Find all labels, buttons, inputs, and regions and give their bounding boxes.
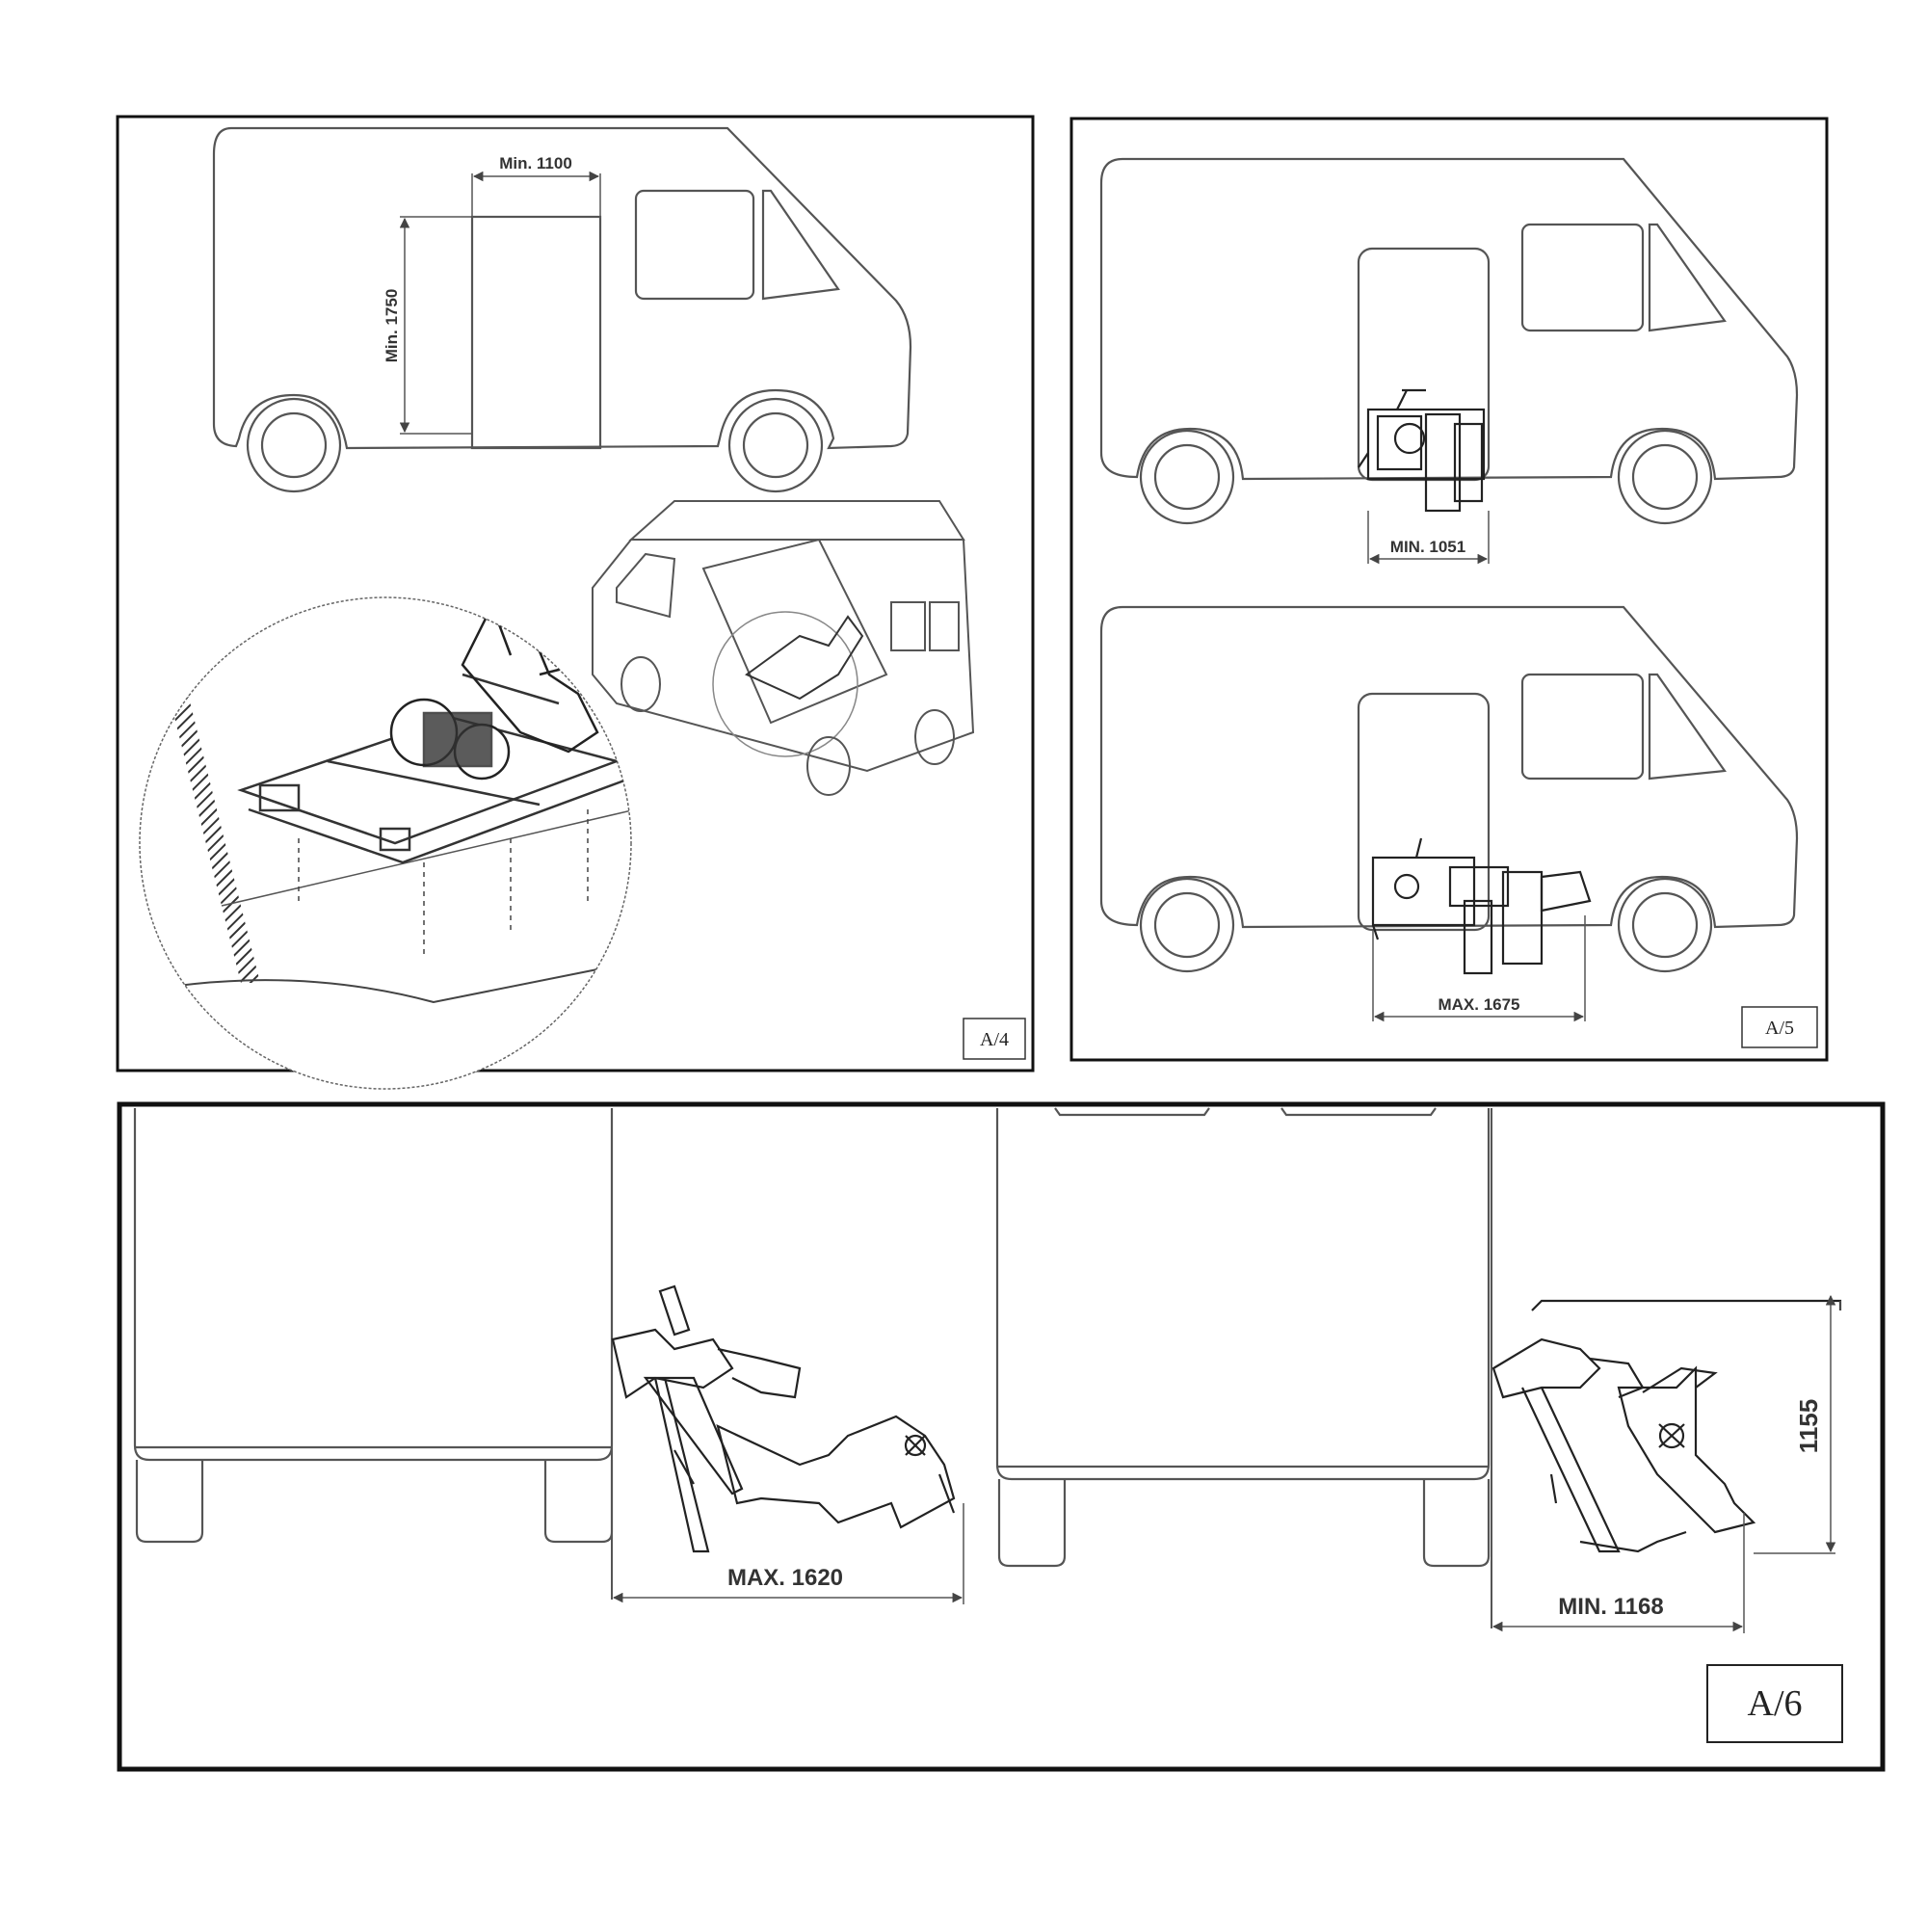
panel-a6-frame — [117, 1101, 1886, 1772]
a6-left-cabinet-leg-left — [135, 1460, 204, 1544]
a6-right-cabinet-top-lip-2 — [1280, 1107, 1437, 1117]
a4-floor-line — [221, 808, 631, 907]
a5-top-rear-hub — [1153, 443, 1221, 511]
a5-bottom-front-hub — [1631, 891, 1699, 959]
a6-left-machine — [611, 1284, 956, 1553]
a4-iso-door-panel — [701, 538, 888, 725]
a4-iso-detail-ring — [712, 611, 858, 757]
a4-magnified-detail — [139, 596, 632, 1090]
a4-anchor-dashes — [298, 809, 589, 954]
a4-iso-van-roof — [628, 500, 965, 541]
a4-dimension-height — [399, 216, 472, 435]
a6-right-cabinet-top-lip-1 — [1054, 1107, 1210, 1117]
a4-frame-assembly — [237, 673, 625, 864]
a4-iso-van-windshield — [616, 552, 676, 619]
panel-a4-tag-box — [963, 1018, 1026, 1060]
a6-right-machine — [1491, 1299, 1842, 1553]
a4-rear-wheel — [246, 397, 342, 493]
a6-right-width-label: MIN. 1168 — [1558, 1594, 1663, 1620]
a4-cab-window — [761, 189, 840, 301]
a4-iso-wheel-front — [806, 736, 851, 796]
a4-iso-wheel-right — [914, 709, 955, 765]
a5-bottom-machine — [1371, 837, 1592, 975]
a5-bottom-rear-wheel — [1139, 877, 1235, 973]
a4-iso-machine — [745, 615, 864, 701]
a5-bottom-cab-window — [1648, 673, 1727, 781]
a4-magnifier-circle — [139, 596, 632, 1090]
a5-van-bottom — [1099, 605, 1799, 973]
a5-top-front-wheel — [1617, 429, 1713, 525]
a4-motor — [389, 698, 511, 781]
a5-top-front-hub — [1631, 443, 1699, 511]
a4-van-side-view — [212, 126, 912, 493]
a5-top-window — [1520, 223, 1645, 332]
a5-van-bottom-body — [1099, 605, 1799, 929]
panel-a5: MIN. 1051 MAX. 1675 — [1069, 117, 1829, 1062]
panel-a6: MAX. 1620 MIN. 1 — [117, 1101, 1886, 1772]
panel-a5-tag: A/5 — [1765, 1018, 1794, 1039]
a4-window — [634, 189, 755, 301]
a5-dimension-top — [1367, 511, 1490, 565]
a6-right-cabinet-leg-right — [1422, 1479, 1491, 1568]
panel-a5-tag-box — [1741, 1006, 1818, 1048]
panel-a6-tag-box — [1706, 1664, 1843, 1743]
a4-van-isometric — [592, 500, 975, 796]
panel-a4: Min. 1100 Min. 1750 — [116, 115, 1035, 1090]
panel-a4-frame — [116, 115, 1035, 1072]
a4-front-wheel — [727, 397, 824, 493]
a5-top-machine — [1358, 388, 1486, 513]
a5-top-cab-window — [1648, 223, 1727, 332]
a5-bottom-dim-label: MAX. 1675 — [1438, 995, 1519, 1014]
a4-door-opening — [470, 215, 602, 450]
a5-bottom-window — [1520, 673, 1645, 781]
panel-a5-frame — [1069, 117, 1829, 1062]
a4-iso-van-body — [592, 539, 975, 773]
a5-dimension-bottom — [1372, 915, 1586, 1022]
a4-van-body — [212, 126, 912, 450]
a6-left-cabinet — [133, 1108, 614, 1544]
a6-dimension-left — [612, 1503, 964, 1604]
a5-bottom-door — [1357, 692, 1491, 932]
a6-right-height-label: 1155 — [1794, 1399, 1823, 1453]
a4-width-label: Min. 1100 — [499, 154, 572, 172]
a4-iso-van-window-2 — [929, 601, 960, 651]
a5-van-top-body — [1099, 157, 1799, 481]
a6-left-dim-label: MAX. 1620 — [727, 1565, 843, 1591]
a4-hatched-wall — [169, 694, 260, 983]
a4-height-label: Min. 1750 — [383, 289, 401, 363]
a6-right-cabinet-body — [995, 1108, 1491, 1481]
a6-dimension-right-height — [1754, 1294, 1841, 1554]
a5-van-top — [1099, 157, 1799, 525]
a4-front-wheel-hub — [742, 411, 809, 479]
a4-iso-van-window-1 — [890, 601, 926, 651]
a5-bottom-rear-hub — [1153, 891, 1221, 959]
a5-top-dim-label: MIN. 1051 — [1390, 538, 1465, 556]
panel-a6-tag: A/6 — [1748, 1683, 1803, 1724]
a4-rear-wheel-hub — [260, 411, 328, 479]
panel-a4-tag: A/4 — [980, 1029, 1009, 1050]
a6-right-cabinet — [995, 1107, 1491, 1568]
a6-left-cabinet-body — [133, 1108, 614, 1462]
a5-top-rear-wheel — [1139, 429, 1235, 525]
a4-dimension-width — [471, 171, 601, 217]
a6-right-cabinet-leg-left — [997, 1479, 1067, 1568]
a4-iso-wheel-left — [620, 656, 661, 712]
a6-dimension-right-width — [1491, 1513, 1745, 1633]
a6-left-cabinet-leg-right — [543, 1460, 614, 1544]
a5-bottom-front-wheel — [1617, 877, 1713, 973]
